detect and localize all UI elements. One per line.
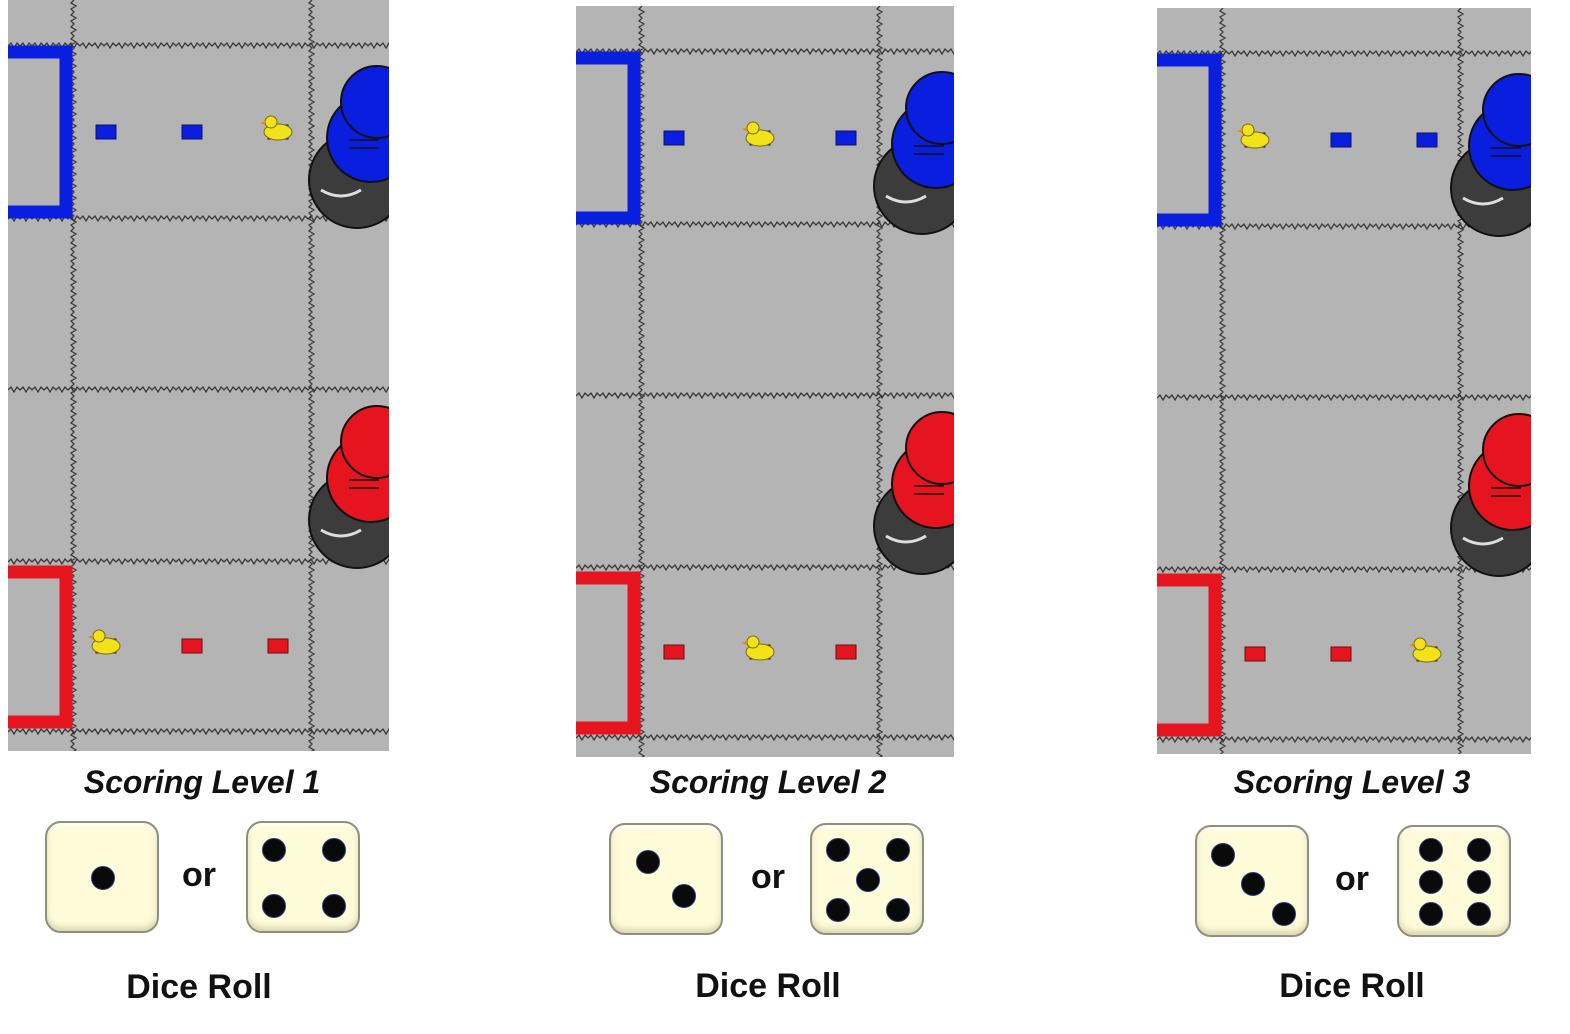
die-pip <box>1467 870 1492 894</box>
dice-roll-label: Dice Roll <box>695 967 841 1005</box>
red-scoring-pad <box>181 638 203 654</box>
field-svg <box>576 6 954 757</box>
field-diagram <box>576 6 954 757</box>
duck-icon <box>88 629 121 655</box>
red-goal <box>1157 573 1222 737</box>
red-scoring-pad <box>835 644 857 660</box>
blue-robot <box>308 65 389 229</box>
die-pip <box>321 837 346 862</box>
die-pip <box>1467 837 1492 862</box>
blue-scoring-pad <box>95 124 117 140</box>
die-pip <box>321 894 346 919</box>
die-pip <box>1418 902 1443 927</box>
die-pip <box>636 849 661 874</box>
die-right <box>810 823 924 935</box>
red-robot <box>308 405 389 569</box>
scoring-panel-1: Scoring Level 1 or Dice Roll <box>0 0 440 1034</box>
die-right <box>1397 825 1511 937</box>
blue-goal <box>576 51 641 225</box>
or-label: or <box>182 856 216 894</box>
die-pip <box>1418 870 1443 894</box>
blue-scoring-pad <box>663 130 685 146</box>
die-pip <box>1211 843 1236 867</box>
die-pip <box>856 868 880 892</box>
die-pip <box>262 837 287 862</box>
scoring-panel-3: Scoring Level 3 or Dice Roll <box>1150 0 1570 1034</box>
die-pip <box>262 894 287 919</box>
red-robot <box>873 411 954 575</box>
die-pip <box>826 837 851 862</box>
panel-caption: Scoring Level 1 <box>83 764 321 800</box>
die-pip <box>1418 837 1443 862</box>
or-label: or <box>751 858 785 896</box>
die-left <box>609 823 723 935</box>
blue-goal <box>1157 53 1222 227</box>
field-diagram <box>1157 8 1531 754</box>
die-pip <box>1467 902 1492 927</box>
duck-icon <box>1409 637 1442 663</box>
dice-roll-label: Dice Roll <box>126 968 272 1006</box>
field-diagram <box>8 0 389 751</box>
red-scoring-pad <box>267 638 289 654</box>
red-scoring-pad <box>1330 646 1352 662</box>
blue-goal <box>8 45 73 219</box>
duck-icon <box>742 121 775 147</box>
tile-seams <box>1157 8 1531 754</box>
die-pip <box>671 884 696 909</box>
die-pip <box>1271 902 1296 927</box>
red-scoring-pad <box>1244 646 1266 662</box>
red-goal <box>576 571 641 735</box>
blue-scoring-pad <box>1416 132 1438 148</box>
dice-roll-label: Dice Roll <box>1279 967 1425 1005</box>
blue-robot <box>873 71 954 235</box>
die-pip <box>91 866 115 890</box>
red-robot <box>1450 413 1531 577</box>
blue-robot <box>1450 73 1531 237</box>
die-pip <box>885 898 910 923</box>
or-label: or <box>1335 860 1369 898</box>
duck-icon <box>260 115 293 141</box>
die-left <box>45 821 159 933</box>
die-pip <box>885 837 910 862</box>
die-pip <box>826 898 851 923</box>
blue-scoring-pad <box>181 124 203 140</box>
die-pip <box>1241 872 1265 897</box>
red-goal <box>8 565 73 729</box>
field-svg <box>1157 8 1531 754</box>
blue-scoring-pad <box>1330 132 1352 148</box>
scoring-panel-2: Scoring Level 2 or Dice Roll <box>566 0 1006 1034</box>
duck-icon <box>1237 123 1270 149</box>
die-right <box>246 821 360 933</box>
field-svg <box>8 0 389 751</box>
panel-caption: Scoring Level 2 <box>649 764 887 800</box>
duck-icon <box>742 635 775 661</box>
red-scoring-pad <box>663 644 685 660</box>
die-left <box>1195 825 1309 937</box>
blue-scoring-pad <box>835 130 857 146</box>
panel-caption: Scoring Level 3 <box>1233 764 1471 800</box>
